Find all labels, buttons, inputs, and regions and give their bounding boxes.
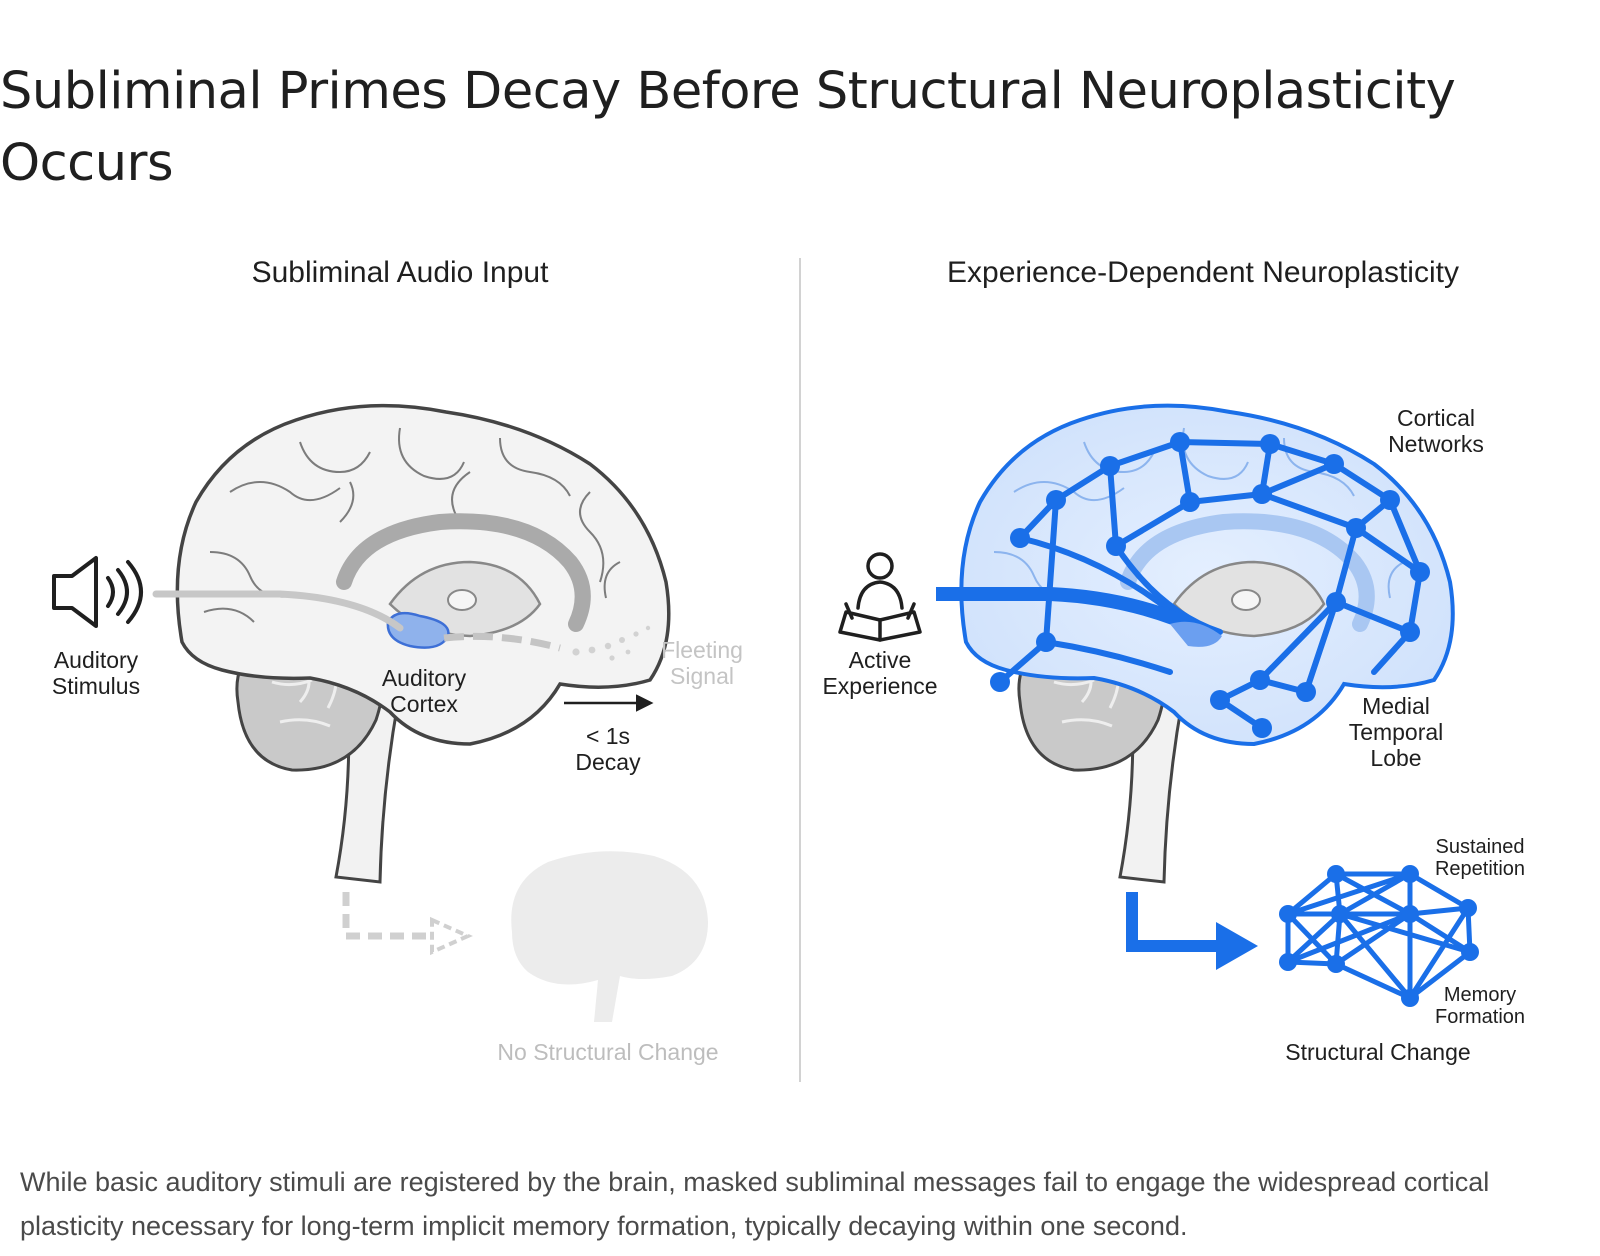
right-panel-heading: Experience-Dependent Neuroplasticity [947,256,1459,289]
diagram-figure: Subliminal Audio Input Experience-Depend… [0,232,1600,1112]
mtl-label-line2: Temporal [1349,719,1444,745]
memory-label-line1: Memory [1444,984,1516,1006]
page-title: Subliminal Primes Decay Before Structura… [0,62,1456,193]
stimulus-label-line1: Auditory [54,647,139,673]
faded-outcome-arrow [342,892,432,940]
stimulus-label-line2: Stimulus [52,673,140,699]
experience-label-line2: Experience [822,673,937,699]
sustained-label-line1: Sustained [1436,836,1525,858]
structural-outcome-arrow [1126,892,1220,952]
dashed-signal-path [443,632,561,652]
diagram-canvas: Subliminal Audio Input Experience-Depend… [52,256,1525,1082]
left-outcome-label: No Structural Change [497,1039,718,1065]
mtl-label-line1: Medial [1362,693,1430,719]
network-nodes [990,432,1430,738]
figure-caption: While basic auditory stimuli are registe… [20,1167,1490,1241]
sustained-label-line2: Repetition [1435,858,1525,880]
memory-label-line2: Formation [1435,1006,1525,1028]
network-graph-icon [1279,865,1479,1007]
speaker-icon [52,556,143,628]
fleeting-label-line1: Fleeting [661,637,743,663]
mtl-label-line3: Lobe [1370,745,1421,771]
cortical-label-line2: Networks [1388,431,1484,457]
decay-label-line2: Decay [575,749,641,775]
fleeting-label-line2: Signal [670,663,734,689]
fleeting-signal-dots [572,625,651,661]
left-panel-heading: Subliminal Audio Input [252,256,550,289]
cortical-label-line1: Cortical [1397,405,1475,431]
right-outcome-label: Structural Change [1285,1039,1470,1065]
right-brain-illustration [959,403,1455,884]
cortex-label-line2: Cortex [390,691,458,717]
decay-label-line1: < 1s [586,723,630,749]
reading-person-icon [838,552,922,642]
cortex-label-line1: Auditory [382,665,467,691]
faded-brain-icon [511,851,708,1022]
left-brain-illustration [175,403,671,884]
experience-label-line1: Active [849,647,912,673]
stimulus-signal-path [152,590,404,632]
